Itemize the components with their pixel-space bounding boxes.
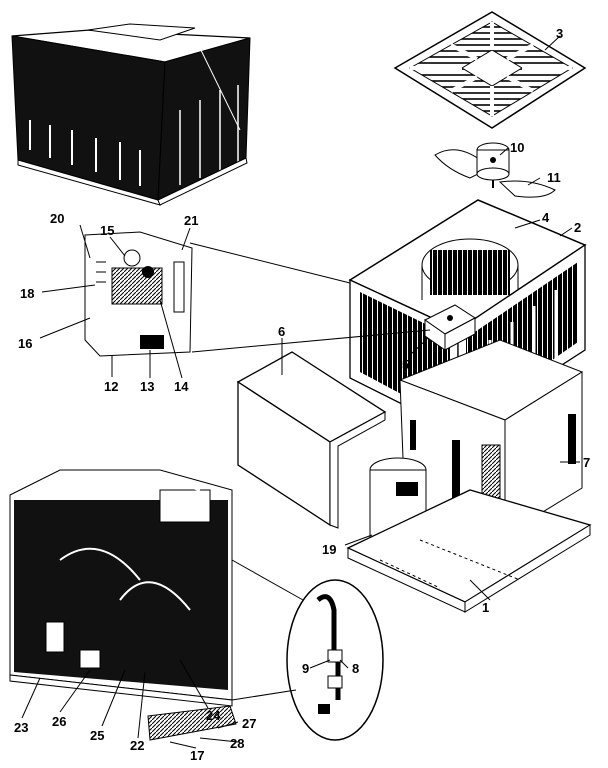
callout-23: 23	[14, 720, 28, 735]
callout-3: 3	[556, 26, 563, 41]
callout-10: 10	[510, 140, 524, 155]
leader-lines	[21, 35, 580, 749]
callout-20: 20	[50, 211, 64, 226]
callout-27: 27	[242, 716, 256, 731]
callout-labels: 1 2 3 4 5 6 7 8 9 10 11 12 13 14 15 16 1…	[14, 26, 590, 763]
callout-18: 18	[20, 286, 34, 301]
fan-motor-and-blade	[434, 142, 556, 198]
base-pan	[346, 489, 592, 613]
callout-13: 13	[140, 379, 154, 394]
callout-5: 5	[402, 357, 409, 372]
callout-24: 24	[206, 708, 221, 723]
callout-11: 11	[547, 170, 561, 185]
callout-17: 17	[190, 748, 204, 763]
assembled-unit-illustration	[11, 23, 251, 206]
callout-25: 25	[90, 728, 104, 743]
callout-14: 14	[174, 379, 189, 394]
callout-6: 6	[278, 324, 285, 339]
callout-19: 19	[322, 542, 336, 557]
control-panel-inset	[84, 231, 193, 357]
callout-1: 1	[482, 600, 489, 615]
valve-detail-inset	[286, 579, 384, 741]
callout-26: 26	[52, 714, 66, 729]
top-fan-grille	[393, 11, 587, 129]
access-panel	[236, 351, 387, 529]
callout-7: 7	[583, 455, 590, 470]
callout-28: 28	[230, 736, 244, 751]
callout-2: 2	[574, 220, 581, 235]
control-box	[424, 304, 476, 351]
cabinet-top-assembly	[348, 199, 587, 434]
callout-22: 22	[130, 738, 144, 753]
callout-9: 9	[302, 661, 309, 676]
callout-15: 15	[100, 223, 114, 238]
callout-12: 12	[104, 379, 118, 394]
callout-8: 8	[352, 661, 359, 676]
internal-view-illustration	[9, 469, 237, 741]
callout-21: 21	[184, 213, 198, 228]
callout-16: 16	[18, 336, 32, 351]
callout-4: 4	[542, 210, 550, 225]
